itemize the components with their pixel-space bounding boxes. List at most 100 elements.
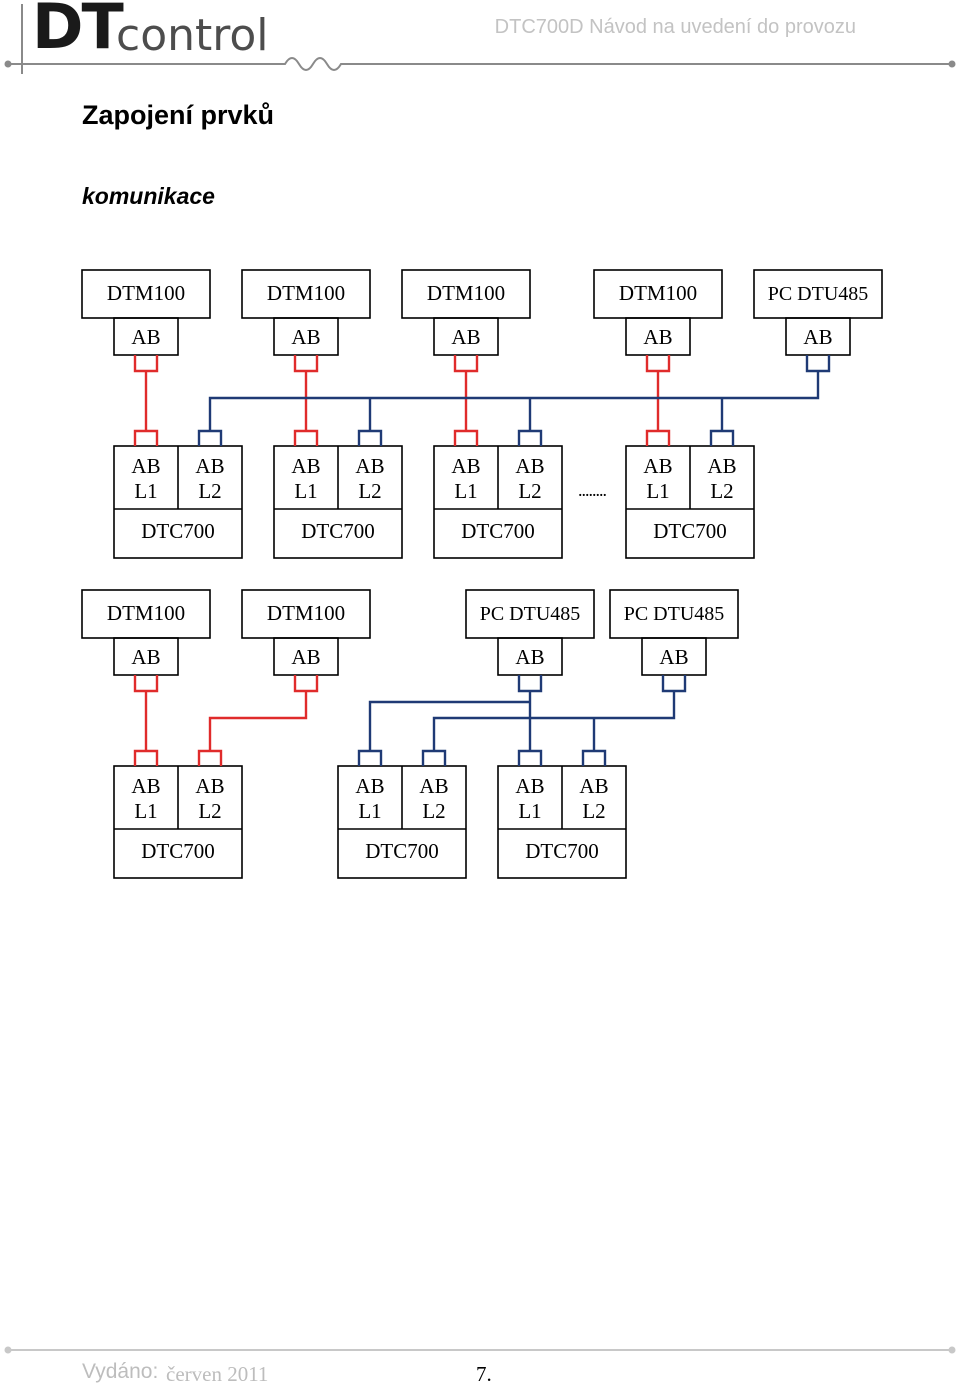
controller-label-d2-0: DTC700	[141, 839, 215, 863]
controller-l2-ab-d1-0: AB	[195, 454, 224, 478]
d2-blue-top	[368, 700, 530, 751]
controller-label-d1-0: DTC700	[141, 519, 215, 543]
controller-label-d1-3: DTC700	[653, 519, 727, 543]
controller-l1-ab-d1-1: AB	[291, 454, 320, 478]
controller-l2-label-d2-2: L2	[582, 799, 605, 823]
source-ab-label-d1-2: AB	[451, 325, 480, 349]
d1-ellipsis: ........	[578, 480, 607, 500]
source-ab-box-d1-1	[273, 317, 339, 356]
controller-port-l2-d2-1	[421, 749, 447, 766]
source-port-d2-1	[293, 675, 319, 693]
section-title: Zapojení prvků	[82, 100, 275, 130]
source-ab-label-d2-0: AB	[131, 645, 160, 669]
controller-port-l1-d2-0	[133, 749, 159, 766]
logo-control: control	[116, 10, 269, 61]
controller-l1-label-d1-0: L1	[134, 479, 157, 503]
source-ab-label-d1-4: AB	[803, 325, 832, 349]
source-port-d2-3	[661, 675, 687, 693]
controller-l2-ab-d2-2: AB	[579, 774, 608, 798]
controller-l2-label-d2-0: L2	[198, 799, 221, 823]
source-ab-label-d1-1: AB	[291, 325, 320, 349]
source-port-d2-2	[517, 675, 543, 693]
source-label-d1-0: DTM100	[107, 281, 185, 305]
source-ab-box-d2-1	[273, 637, 339, 676]
source-ab-box-d2-3	[641, 637, 707, 676]
d2-red-link-1	[208, 691, 308, 751]
controller-port-l2-d2-0	[197, 749, 223, 766]
controller-port-l1-d2-2	[517, 749, 543, 766]
source-port-d1-1	[293, 355, 319, 373]
d2-blue-mid	[432, 691, 676, 751]
controller-port-l2-d1-3	[709, 429, 735, 446]
header-rule	[4, 4, 956, 74]
source-port-d1-3	[645, 355, 671, 373]
source-ab-label-d1-3: AB	[643, 325, 672, 349]
controller-l1-ab-d1-3: AB	[643, 454, 672, 478]
controller-l1-label-d1-3: L1	[646, 479, 669, 503]
controller-l1-ab-d1-0: AB	[131, 454, 160, 478]
source-label-d1-1: DTM100	[267, 281, 345, 305]
source-label-d2-2: PC DTU485	[480, 603, 581, 625]
controller-l1-label-d1-2: L1	[454, 479, 477, 503]
source-label-d1-4: PC DTU485	[768, 283, 869, 305]
source-ab-label-d1-0: AB	[131, 325, 160, 349]
d1-blue-bus	[208, 371, 820, 431]
controller-l1-label-d1-1: L1	[294, 479, 317, 503]
issued-label: Vydáno:	[82, 1360, 159, 1383]
logo-dt: DT	[32, 0, 124, 63]
subsection-title: komunikace	[82, 183, 215, 209]
controller-l1-label-d2-2: L1	[518, 799, 541, 823]
source-port-d1-4	[805, 355, 831, 373]
footer-rule	[4, 1346, 956, 1354]
controller-l2-label-d2-1: L2	[422, 799, 445, 823]
controller-l2-label-d1-2: L2	[518, 479, 541, 503]
controller-port-l1-d1-0	[133, 429, 159, 446]
controller-port-l2-d1-1	[357, 429, 383, 446]
controller-l1-ab-d2-0: AB	[131, 774, 160, 798]
source-port-d1-2	[453, 355, 479, 373]
controller-port-l1-d1-1	[293, 429, 319, 446]
controller-l1-label-d2-1: L1	[358, 799, 381, 823]
controller-l2-label-d1-0: L2	[198, 479, 221, 503]
controller-port-l1-d1-3	[645, 429, 671, 446]
controller-l1-ab-d1-2: AB	[451, 454, 480, 478]
controller-l2-ab-d2-0: AB	[195, 774, 224, 798]
source-port-d1-0	[133, 355, 159, 373]
controller-l2-ab-d1-3: AB	[707, 454, 736, 478]
source-label-d1-3: DTM100	[619, 281, 697, 305]
source-ab-label-d2-3: AB	[659, 645, 688, 669]
source-label-d2-0: DTM100	[107, 601, 185, 625]
source-ab-box-d1-4	[785, 317, 851, 356]
controller-port-l1-d1-2	[453, 429, 479, 446]
source-ab-label-d2-1: AB	[291, 645, 320, 669]
controller-l2-ab-d1-2: AB	[515, 454, 544, 478]
source-label-d2-1: DTM100	[267, 601, 345, 625]
source-ab-label-d2-2: AB	[515, 645, 544, 669]
controller-l2-ab-d2-1: AB	[419, 774, 448, 798]
controller-l1-ab-d2-1: AB	[355, 774, 384, 798]
source-ab-box-d2-0	[113, 637, 179, 676]
controller-label-d1-2: DTC700	[461, 519, 535, 543]
controller-l2-ab-d1-1: AB	[355, 454, 384, 478]
controller-port-l1-d2-1	[357, 749, 383, 766]
controller-l1-ab-d2-2: AB	[515, 774, 544, 798]
source-label-d1-2: DTM100	[427, 281, 505, 305]
controller-l2-label-d1-1: L2	[358, 479, 381, 503]
controller-l2-label-d1-3: L2	[710, 479, 733, 503]
source-ab-box-d2-2	[497, 637, 563, 676]
issued-date: červen 2011	[166, 1362, 269, 1386]
controller-label-d2-1: DTC700	[365, 839, 439, 863]
source-ab-box-d1-3	[625, 317, 691, 356]
controller-label-d1-1: DTC700	[301, 519, 375, 543]
controller-l1-label-d2-0: L1	[134, 799, 157, 823]
document-title: DTC700D Návod na uvedení do provozu	[494, 16, 856, 38]
source-label-d2-3: PC DTU485	[624, 603, 725, 625]
controller-port-l2-d2-2	[581, 749, 607, 766]
controller-port-l2-d1-2	[517, 429, 543, 446]
source-ab-box-d1-0	[113, 317, 179, 356]
controller-label-d2-2: DTC700	[525, 839, 599, 863]
source-port-d2-0	[133, 675, 159, 693]
source-ab-box-d1-2	[433, 317, 499, 356]
controller-port-l2-d1-0	[197, 429, 223, 446]
